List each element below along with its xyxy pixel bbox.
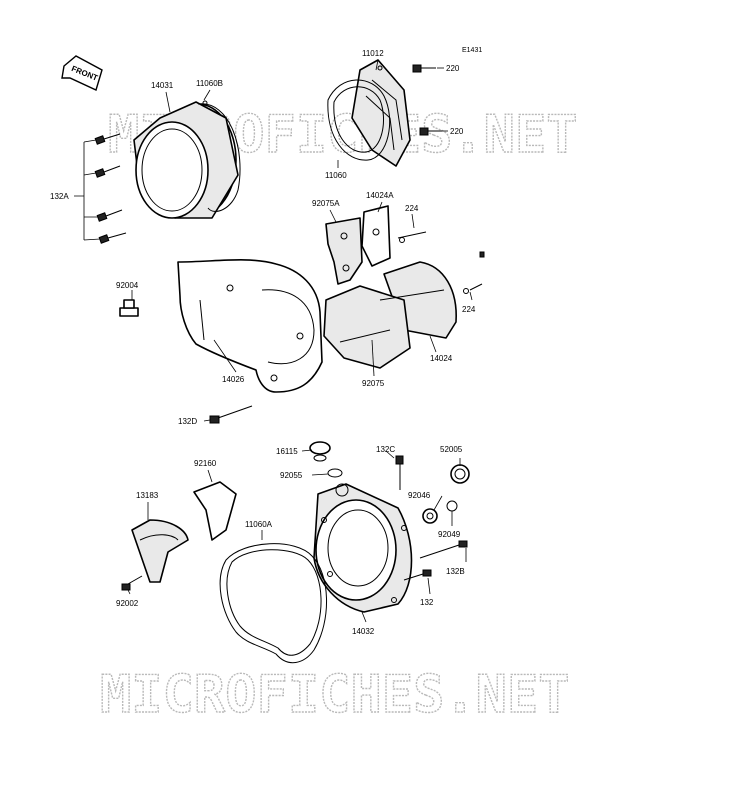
bolt-132-drawing: [403, 569, 432, 581]
label-220-mid: 220: [450, 127, 464, 136]
label-92049: 92049: [438, 530, 461, 539]
label-11060B: 11060B: [196, 79, 223, 88]
gasket-11060-drawing: [327, 79, 391, 161]
label-13183: 13183: [136, 491, 159, 500]
label-224-right: 224: [462, 305, 476, 314]
label-132A: 132A: [50, 192, 69, 201]
label-16115: 16115: [276, 447, 298, 456]
plate-92160-drawing: [193, 481, 237, 541]
leader-lines: [127, 59, 473, 623]
label-11012: 11012: [362, 49, 384, 58]
label-92002: 92002: [116, 599, 139, 608]
bolts-132A-drawing: [94, 133, 127, 244]
cover-11012-drawing: [351, 59, 411, 167]
cover-14026-drawing: [177, 259, 323, 393]
oring-92055-drawing: [327, 468, 343, 478]
label-14031: 14031: [151, 81, 174, 90]
label-14026: 14026: [222, 375, 245, 384]
label-14032: 14032: [352, 627, 375, 636]
plate-14024A-drawing: [361, 205, 391, 267]
drawing-code: E1431: [462, 47, 482, 54]
bolt-132C-drawing: [395, 455, 404, 490]
plug-92004-drawing: [119, 299, 139, 317]
bracket-92075A-drawing: [325, 217, 363, 285]
collar-92049-drawing: [446, 500, 458, 512]
bolt-132D-drawing: [209, 405, 253, 424]
label-92004: 92004: [116, 281, 139, 290]
bolt-92002-drawing: [121, 575, 143, 591]
label-220-top: 220: [446, 64, 460, 73]
cover-14031-drawing: [133, 101, 239, 219]
label-92055: 92055: [280, 471, 303, 480]
label-132: 132: [420, 598, 434, 607]
label-14024A: 14024A: [366, 191, 394, 200]
label-52005: 52005: [440, 445, 463, 454]
label-132C: 132C: [376, 445, 395, 454]
cover-14032-drawing: [313, 483, 413, 613]
front-arrow-icon: FRONT: [61, 55, 103, 91]
label-132B: 132B: [446, 567, 465, 576]
label-92160: 92160: [194, 459, 217, 468]
gasket-11060B-drawing: [197, 100, 241, 212]
label-11060A: 11060A: [245, 520, 273, 529]
label-11060: 11060: [325, 171, 347, 180]
cap-16115-drawing: [309, 441, 331, 462]
bolts-220-drawing: [412, 64, 442, 136]
cover-14024-drawing: [323, 261, 457, 369]
bearing-92046-drawing: [422, 508, 438, 524]
bolt-132B-drawing: [419, 540, 468, 559]
bolt-224-drawing: [397, 231, 485, 294]
label-92075A: 92075A: [312, 199, 340, 208]
label-92046: 92046: [408, 491, 431, 500]
seal-52005-drawing: [450, 464, 470, 484]
watermark-bottom: MICROFICHES.NET: [100, 665, 570, 725]
label-132D: 132D: [178, 417, 197, 426]
label-224-top: 224: [405, 204, 419, 213]
gasket-11060A-drawing: [219, 543, 328, 664]
plate-13183-drawing: [131, 519, 189, 583]
label-14024: 14024: [430, 354, 453, 363]
label-92075: 92075: [362, 379, 385, 388]
